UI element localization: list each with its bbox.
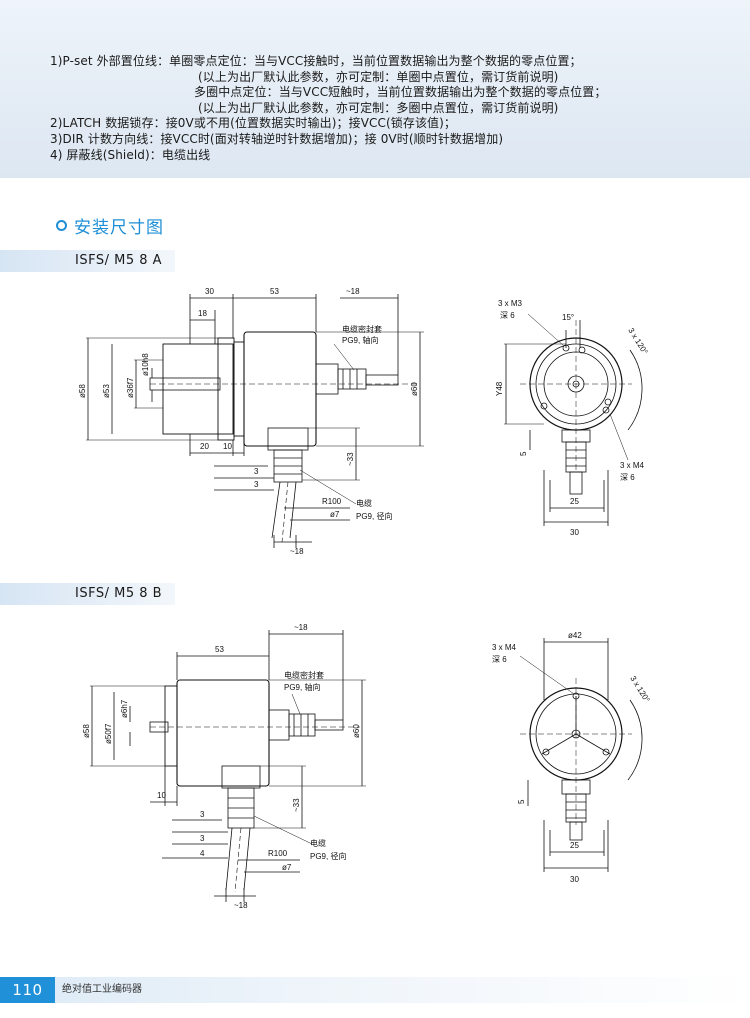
wiring-notes: 1)P-set 外部置位线：单圈零点定位：当与VCC接触时，当前位置数据输出为整… — [50, 54, 730, 163]
note-pset-multi: 多圈中点定位：当与VCC短触时，当前位置数据输出为整个数据的零点位置； — [194, 85, 607, 100]
footer-title: 绝对值工业编码器 — [62, 984, 142, 995]
dim-a-18-left: 18 — [198, 309, 207, 318]
dim-a-53: 53 — [270, 287, 279, 296]
dim-b-33: ~33 — [292, 798, 301, 812]
dim-b-5: 5 — [517, 799, 526, 804]
dim-a-angle: 3 x 120° — [626, 326, 649, 356]
dim-a-53-dia: ø53 — [102, 384, 111, 398]
dim-b-42: ø42 — [568, 631, 582, 640]
m4-label-a: 3 x M4 — [620, 461, 645, 470]
dim-a-36: ø36f7 — [126, 377, 135, 398]
dim-a-r100: R100 — [322, 497, 342, 506]
dim-b-18-bottom: ~18 — [234, 901, 248, 910]
cable-sub-a: PG9, 径向 — [356, 511, 392, 521]
dim-b-30-front: 30 — [570, 875, 579, 884]
note-latch: 2)LATCH 数据锁存：接0V或不用(位置数据实时输出)；接VCC(锁存该值)… — [50, 116, 457, 131]
model-a-front-view-drawing: Y48 5 25 30 3 x 120° 15° 3 x M3 深 6 3 x … — [495, 299, 650, 537]
dim-a-10: ø10h8 — [141, 353, 150, 376]
dim-a-5: 5 — [519, 451, 528, 456]
dim-b-25-front: 25 — [570, 841, 579, 850]
seal-label-b: 电缆密封套 — [284, 670, 324, 680]
dim-a-7: ø7 — [330, 510, 340, 519]
seal-sub-a: PG9, 轴向 — [342, 335, 378, 345]
footer-bar — [0, 977, 750, 1003]
dim-a-18-bottom: ~18 — [290, 547, 304, 556]
dim-a-10-b: 10 — [223, 442, 232, 451]
dim-b-18-top: ~18 — [294, 623, 308, 632]
dim-a-60: ø60 — [410, 382, 419, 396]
dim-a-20: 20 — [200, 442, 209, 451]
m4-depth-b: 深 6 — [492, 655, 507, 664]
seal-label-a: 电缆密封套 — [342, 324, 382, 334]
dim-b-60: ø60 — [352, 724, 361, 738]
dim-b-10: 10 — [157, 791, 166, 800]
dim-b-6: ø6h7 — [120, 699, 129, 718]
dim-b-53: 53 — [215, 645, 224, 654]
dim-b-4: 4 — [200, 849, 205, 858]
dim-b-r100: R100 — [268, 849, 288, 858]
m4-depth-a: 深 6 — [620, 473, 635, 482]
dim-a-18-top: ~18 — [346, 287, 360, 296]
cable-label-b: 电缆 — [310, 838, 326, 848]
dim-b-3b: 3 — [200, 834, 205, 843]
model-b-label: ISFS/ M5 8 B — [0, 583, 175, 605]
model-a-label: ISFS/ M5 8 A — [0, 250, 175, 272]
circle-bullet-icon — [56, 219, 67, 231]
dim-b-50: ø50f7 — [104, 723, 113, 744]
dim-a-58: ø58 — [78, 384, 87, 398]
seal-sub-b: PG9, 轴向 — [284, 682, 320, 692]
notes-background-band — [0, 0, 750, 178]
m3-label-a: 3 x M3 — [498, 299, 523, 308]
model-a-side-view-drawing: 30 53 ~18 18 ø58 ø53 ø36f7 ø10h8 ø60 20 … — [78, 287, 424, 556]
dim-a-25-front: 25 — [570, 497, 579, 506]
dim-a-30-front: 30 — [570, 528, 579, 537]
note-pset-default-single: (以上为出厂默认此参数，亦可定制：单圈中点置位，需订货前说明) — [198, 69, 559, 84]
cable-label-a: 电缆 — [356, 498, 372, 508]
dim-b-7: ø7 — [282, 863, 292, 872]
note-pset-default-multi: (以上为出厂默认此参数，亦可定制：多圈中点置位，需订货前说明) — [198, 100, 559, 115]
dim-a-15deg: 15° — [562, 313, 574, 322]
dim-a-y48: Y48 — [495, 381, 504, 396]
dim-a-33: ~33 — [346, 452, 355, 466]
m4-label-b: 3 x M4 — [492, 643, 517, 652]
dim-b-58: ø58 — [82, 724, 91, 738]
model-b-front-view-drawing: ø42 5 25 30 3 x 120° 3 x M4 深 6 — [492, 631, 652, 884]
dim-a-3b: 3 — [254, 480, 259, 489]
section-title: 安装尺寸图 — [74, 217, 164, 238]
section-heading: 安装尺寸图 — [56, 213, 164, 238]
page-number: 110 — [0, 977, 55, 1003]
cable-sub-b: PG9, 径向 — [310, 851, 346, 861]
dim-a-3a: 3 — [254, 467, 259, 476]
dim-b-3a: 3 — [200, 810, 205, 819]
m3-depth-a: 深 6 — [500, 311, 515, 320]
dim-a-30: 30 — [205, 287, 214, 296]
note-dir: 3)DIR 计数方向线：接VCC时(面对转轴逆时针数据增加)；接 0V时(顺时针… — [50, 131, 504, 146]
model-b-side-view-drawing: 53 ~18 ø58 ø50f7 ø6h7 ø60 10 3 3 4 ~33 R… — [82, 623, 366, 910]
note-shield: 4) 屏蔽线(Shield)：电缆出线 — [50, 147, 211, 162]
dim-b-angle: 3 x 120° — [628, 674, 651, 704]
note-pset: 1)P-set 外部置位线：单圈零点定位：当与VCC接触时，当前位置数据输出为整… — [50, 54, 582, 68]
